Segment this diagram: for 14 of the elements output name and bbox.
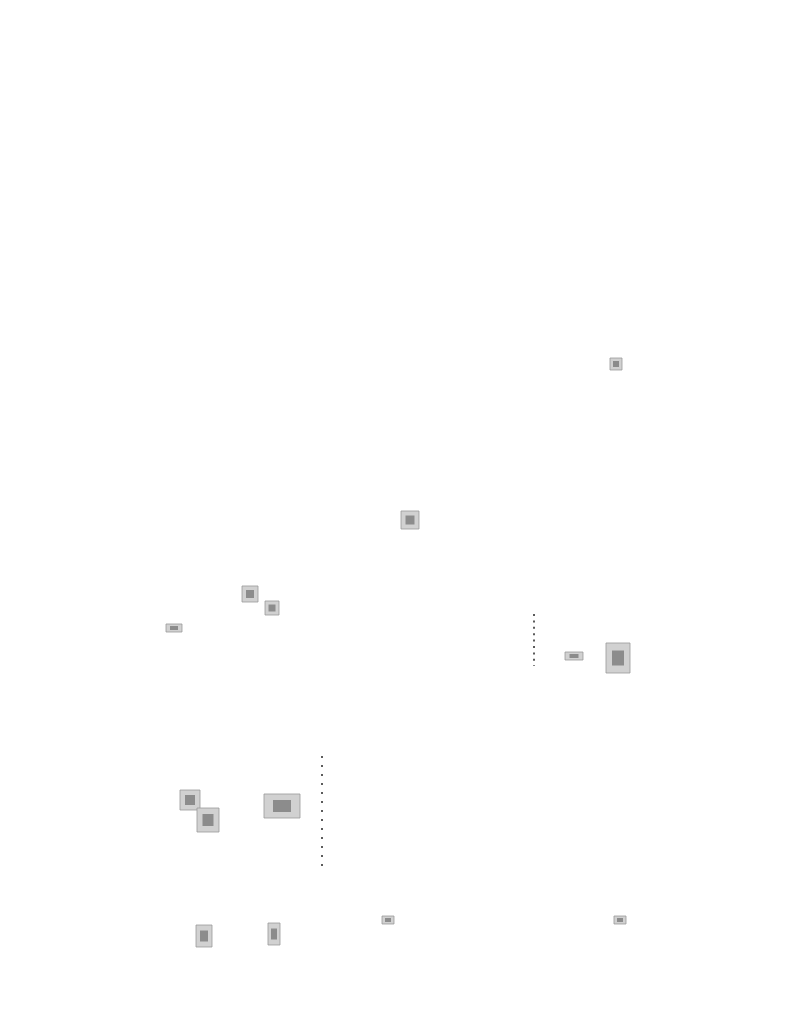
device-icon (381, 915, 395, 925)
device-icon (564, 651, 584, 661)
device-icon (179, 789, 201, 811)
device-icon (195, 924, 213, 948)
device-icon (613, 915, 627, 925)
device-icon (609, 357, 623, 371)
device-icon (264, 600, 280, 616)
device-icon (400, 510, 420, 530)
device-icon (241, 585, 259, 603)
device-icon (165, 623, 183, 633)
device-icon (605, 642, 631, 674)
device-icon (267, 922, 281, 946)
device-icon (263, 793, 301, 819)
device-icon (196, 807, 220, 833)
